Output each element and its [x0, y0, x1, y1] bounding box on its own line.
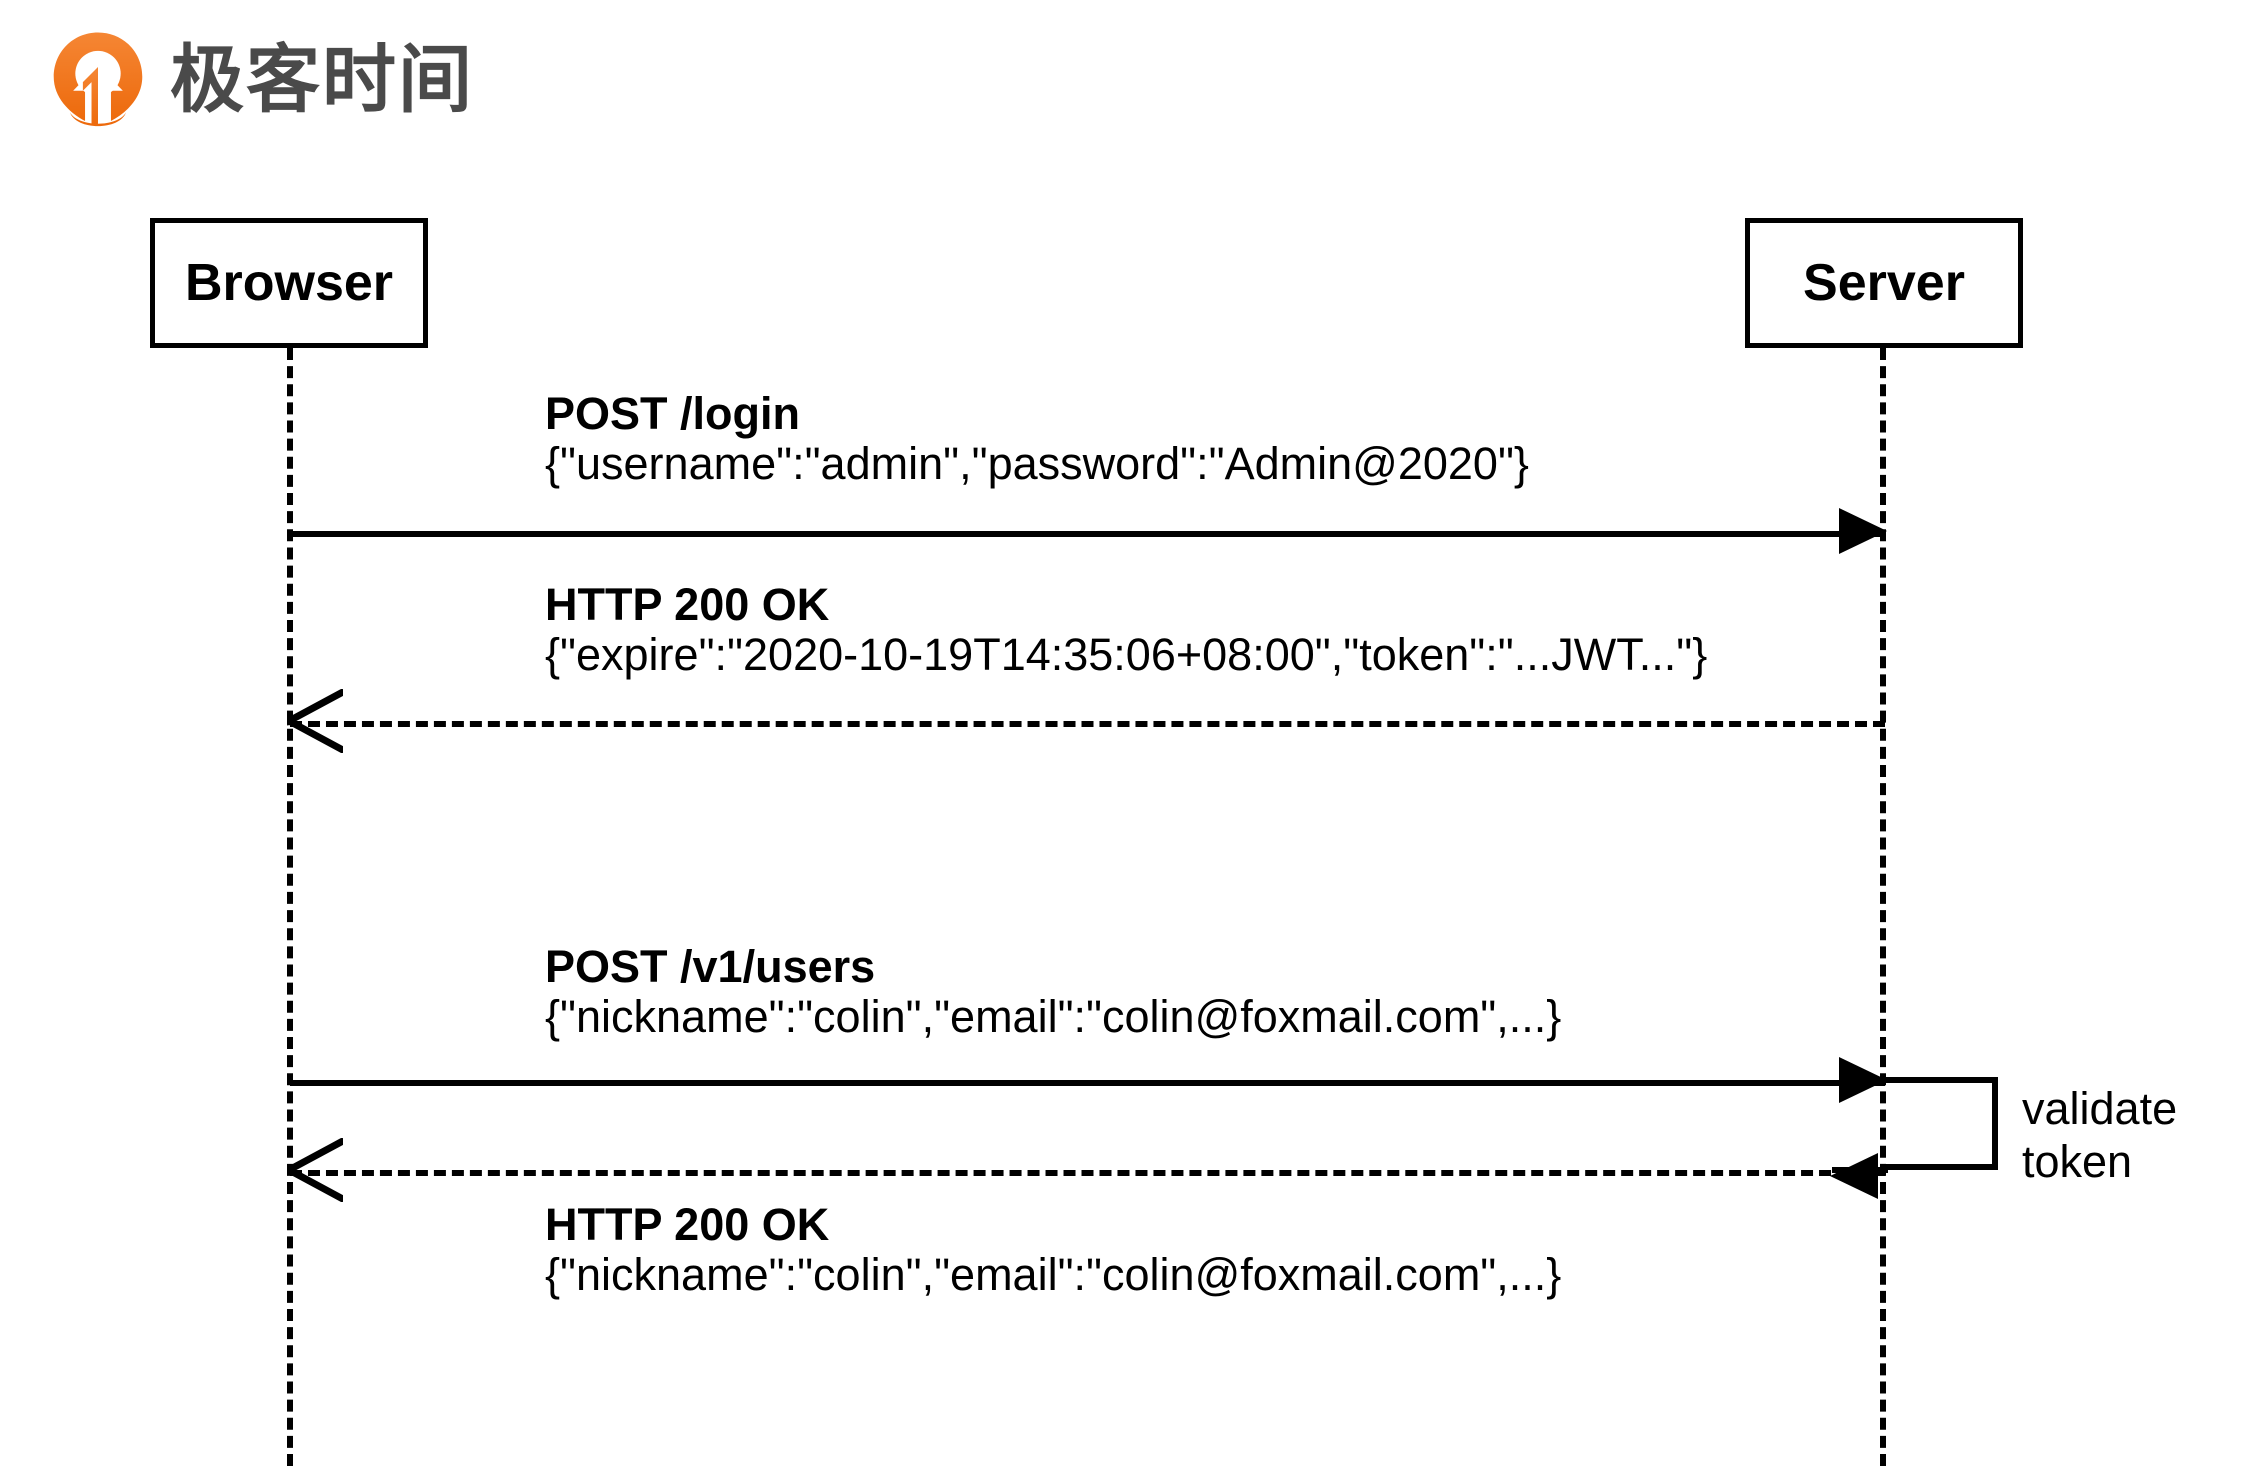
- message-4-body: {"nickname":"colin","email":"colin@foxma…: [545, 1249, 1562, 1301]
- message-1-line: [290, 531, 1885, 537]
- message-1-body: {"username":"admin","password":"Admin@20…: [545, 438, 1529, 490]
- participant-browser: Browser: [150, 218, 428, 348]
- message-1-label: POST /login {"username":"admin","passwor…: [545, 388, 1529, 490]
- arrowhead-filled-right-icon: [1839, 508, 1887, 554]
- message-3-title: POST /v1/users: [545, 941, 876, 992]
- participant-server-label: Server: [1803, 254, 1965, 312]
- message-3-label: POST /v1/users {"nickname":"colin","emai…: [545, 941, 1562, 1043]
- brand-logo: 极客时间: [44, 26, 474, 134]
- brand-name: 极客时间: [170, 37, 474, 123]
- message-4-label: HTTP 200 OK {"nickname":"colin","email":…: [545, 1199, 1562, 1301]
- message-3-body: {"nickname":"colin","email":"colin@foxma…: [545, 991, 1562, 1043]
- message-1-title: POST /login: [545, 388, 800, 439]
- message-2-title: HTTP 200 OK: [545, 579, 830, 630]
- lifeline-server: [1880, 348, 1886, 1466]
- message-2-line: [290, 721, 1885, 727]
- message-2-label: HTTP 200 OK {"expire":"2020-10-19T14:35:…: [545, 579, 1708, 681]
- self-message-validate-token: [1830, 1077, 1998, 1199]
- message-2-body: {"expire":"2020-10-19T14:35:06+08:00","t…: [545, 629, 1708, 681]
- self-message-label-line1: validate: [2022, 1083, 2178, 1134]
- participant-browser-label: Browser: [184, 254, 394, 312]
- arrowhead-filled-left-icon: [1830, 1153, 1878, 1199]
- message-3-line: [290, 1080, 1885, 1086]
- arrowhead-open-left-icon: [287, 689, 343, 753]
- message-4-line: [290, 1170, 1885, 1176]
- message-4-title: HTTP 200 OK: [545, 1199, 830, 1250]
- lifeline-browser: [287, 348, 293, 1466]
- self-message-label-line2: token: [2022, 1136, 2133, 1188]
- participant-server: Server: [1745, 218, 2023, 348]
- arrowhead-filled-right-icon: [1839, 1057, 1887, 1103]
- geektime-logo-icon: [53, 32, 143, 127]
- arrowhead-open-left-icon: [287, 1138, 343, 1202]
- self-message-label: validate token: [2022, 1082, 2177, 1188]
